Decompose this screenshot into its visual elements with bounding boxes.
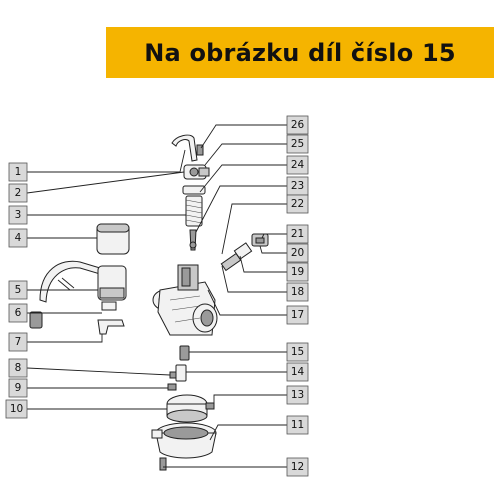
label-20-text: 20 [291, 247, 304, 259]
label-2-text: 2 [15, 187, 22, 199]
label-9: 9 [8, 378, 28, 398]
part-bracket [97, 319, 125, 335]
label-5-text: 5 [15, 284, 22, 296]
label-19-text: 19 [291, 266, 304, 278]
label-8-text: 8 [15, 362, 22, 374]
label-23-text: 23 [291, 180, 304, 192]
label-18: 18 [286, 282, 309, 302]
label-2: 2 [8, 183, 28, 203]
label-19: 19 [286, 262, 309, 282]
part-float [166, 394, 215, 423]
label-15-text: 15 [291, 346, 304, 358]
part-8-small [169, 371, 177, 379]
part-15-screw [179, 345, 190, 361]
part-14-jet [175, 364, 187, 382]
label-10: 10 [5, 399, 28, 419]
part-spring [185, 195, 203, 227]
label-12-text: 12 [291, 461, 304, 473]
leader-lines [26, 124, 287, 468]
label-7-text: 7 [15, 336, 22, 348]
label-10-text: 10 [10, 403, 23, 415]
part-banjo-fitting [183, 164, 210, 180]
part-slide [96, 223, 130, 255]
label-1: 1 [8, 162, 28, 182]
label-17: 17 [286, 305, 309, 325]
part-choke [39, 260, 127, 303]
part-connector [29, 301, 117, 329]
banner-text: Na obrázku díl číslo 15 [144, 38, 456, 67]
label-13-text: 13 [291, 389, 304, 401]
label-21: 21 [286, 224, 309, 244]
part-fuel-pipe [171, 134, 198, 162]
label-3-text: 3 [15, 209, 22, 221]
label-8: 8 [8, 358, 28, 378]
label-12: 12 [286, 457, 309, 477]
label-11-text: 11 [291, 419, 304, 431]
label-25-text: 25 [291, 138, 304, 150]
part-cap [182, 185, 206, 195]
label-9-text: 9 [15, 382, 22, 394]
highlight-banner: Na obrázku díl číslo 15 [106, 27, 494, 78]
label-24-text: 24 [291, 159, 305, 171]
label-21-text: 21 [291, 228, 304, 240]
label-26-text: 26 [291, 119, 305, 131]
label-24: 24 [286, 155, 309, 175]
label-4-text: 4 [15, 232, 22, 244]
part-clip [189, 241, 197, 249]
label-4: 4 [8, 228, 28, 248]
label-1-text: 1 [15, 166, 22, 178]
label-23: 23 [286, 176, 309, 196]
part-12-screw [159, 457, 167, 471]
label-22-text: 22 [291, 198, 304, 210]
part-jet-assembly [220, 233, 269, 272]
label-18-text: 18 [291, 286, 304, 298]
label-7: 7 [8, 332, 28, 352]
label-25: 25 [286, 134, 309, 154]
part-carburetor-body [152, 264, 218, 336]
label-22: 22 [286, 194, 309, 214]
label-13: 13 [286, 385, 309, 405]
label-3: 3 [8, 205, 28, 225]
label-15: 15 [286, 342, 309, 362]
label-17-text: 17 [291, 309, 304, 321]
part-small-screw [196, 144, 204, 156]
label-26: 26 [286, 115, 309, 135]
label-20: 20 [286, 243, 309, 263]
parts-drawing [29, 134, 269, 471]
label-14-text: 14 [291, 366, 305, 378]
part-float-bowl [151, 422, 217, 459]
label-6-text: 6 [15, 307, 22, 319]
label-14: 14 [286, 362, 309, 382]
label-5: 5 [8, 280, 28, 300]
label-6: 6 [8, 303, 28, 323]
label-11: 11 [286, 415, 309, 435]
part-9-small [167, 383, 177, 391]
